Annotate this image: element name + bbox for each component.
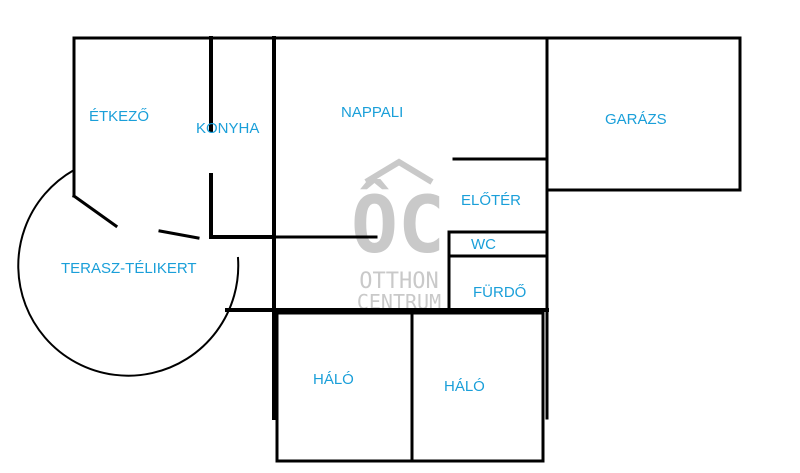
label-halo-2: HÁLÓ xyxy=(444,378,485,395)
room-labels: ÉTKEZŐ KONYHA NAPPALI GARÁZS ELŐTÉR WC F… xyxy=(61,104,667,395)
walls xyxy=(71,36,742,463)
label-halo-1: HÁLÓ xyxy=(313,371,354,388)
label-konyha: KONYHA xyxy=(196,120,259,137)
label-etkezo: ÉTKEZŐ xyxy=(89,108,149,125)
terrace-outline xyxy=(17,168,240,377)
label-garazs: GARÁZS xyxy=(605,111,667,128)
label-nappali: NAPPALI xyxy=(341,104,403,121)
label-terasz: TERASZ-TÉLIKERT xyxy=(61,260,197,277)
label-wc: WC xyxy=(471,236,496,253)
watermark-line1: OTTHON xyxy=(359,269,438,294)
otthon-centrum-watermark: ÔC OTTHON CENTRUM xyxy=(351,158,445,314)
label-eloter: ELŐTÉR xyxy=(461,192,521,209)
watermark-logo: ÔC xyxy=(351,179,445,271)
label-furdo: FÜRDŐ xyxy=(473,283,526,301)
